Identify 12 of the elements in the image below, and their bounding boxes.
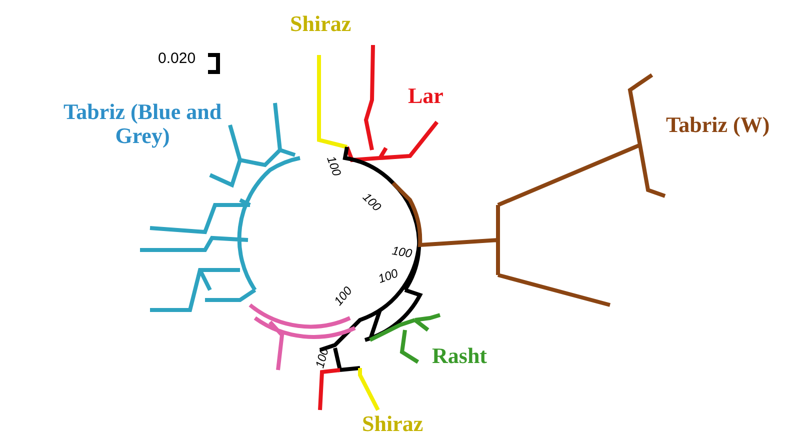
clade-label: Shiraz: [290, 12, 352, 36]
bootstrap-value: 100: [376, 266, 400, 286]
bootstrap-value: 100: [360, 190, 384, 214]
bootstrap-value: 100: [391, 244, 413, 260]
bootstrap-value: 100: [332, 284, 354, 308]
clade-label: Tabriz (W): [666, 113, 770, 137]
clade-label: Shiraz: [362, 412, 424, 436]
clade-label: Lar: [408, 84, 444, 108]
clade-label: Tabriz (Blue and Grey): [62, 100, 223, 148]
bootstrap-value: 100: [324, 154, 344, 178]
clade-label: Rasht: [432, 344, 488, 368]
scale-label: 0.020: [158, 50, 196, 67]
